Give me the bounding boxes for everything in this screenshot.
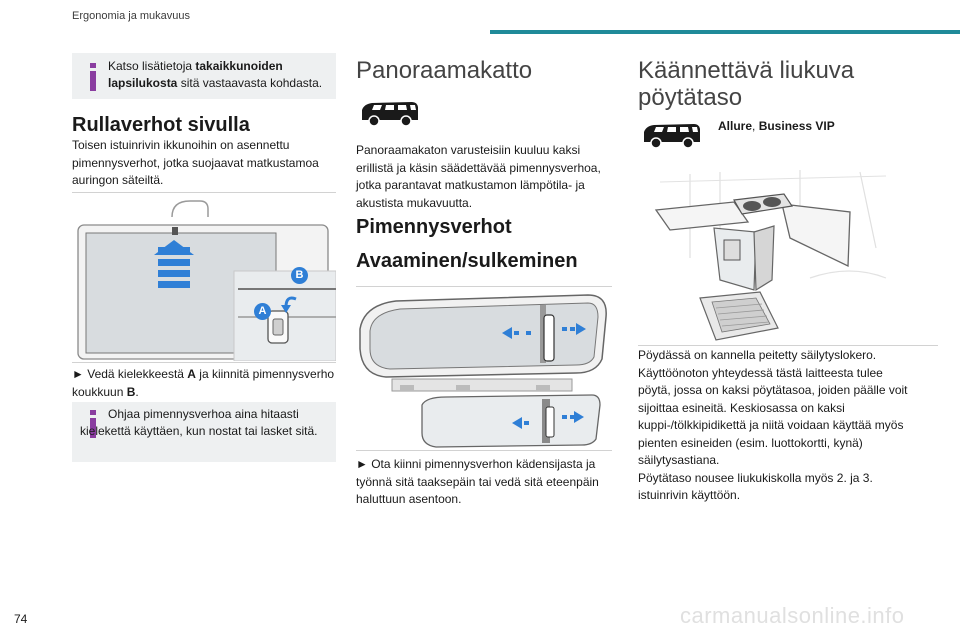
- van-icon: [642, 122, 702, 150]
- side-blinds-intro: Toisen istuinrivin ikkunoihin on asennet…: [72, 138, 319, 187]
- side-blind-step: ► Vedä kielekkeestä A ja kiinnitä pimenn…: [72, 367, 335, 399]
- header-accent-bar: [490, 30, 960, 34]
- divider: [72, 362, 336, 363]
- side-blind-drawing: [77, 200, 337, 362]
- section-heading-table: Käännettävä liukuva pöytätaso: [638, 57, 855, 111]
- subheading-open-close: Avaaminen/sulkeminen: [356, 250, 578, 272]
- van-icon-drawing: [362, 102, 418, 127]
- divider: [638, 345, 938, 346]
- info-note-child-lock: Katso lisätietoja takaikkunoiden lapsilu…: [72, 53, 336, 99]
- folding-table-illustration: [650, 168, 890, 344]
- divider: [356, 450, 612, 451]
- section-heading-side-blinds: Rullaverhot sivulla: [72, 114, 250, 136]
- info-icon: [90, 63, 96, 91]
- page-number: 74: [14, 612, 28, 626]
- panoramic-roof-intro: Panoraamakaton varusteisiin kuuluu kaksi…: [356, 143, 601, 210]
- divider: [72, 192, 336, 193]
- info-note-text: Ohjaa pimennysverhoa aina hitaasti kiele…: [80, 407, 318, 438]
- info-note-slow-guide: Ohjaa pimennysverhoa aina hitaasti kiele…: [72, 402, 336, 462]
- panoramic-roof-drawing: [359, 294, 607, 448]
- watermark: carmanualsonline.info: [680, 603, 905, 628]
- divider: [356, 286, 612, 287]
- panoramic-roof-step: ► Ota kiinni pimennysverhon kädensijasta…: [356, 457, 599, 506]
- van-icon-drawing: [644, 124, 700, 149]
- page-section-title: Ergonomia ja mukavuus: [72, 10, 191, 22]
- van-icon: [360, 100, 420, 128]
- callout-a: A: [254, 303, 271, 320]
- section-heading-panoramic-roof: Panoraamakatto: [356, 57, 533, 84]
- trim-level-badge: Allure, Business VIP: [718, 119, 835, 133]
- callout-b: B: [291, 267, 308, 284]
- panoramic-roof-illustration: [356, 289, 612, 449]
- info-icon: [90, 410, 96, 438]
- table-description: Pöydässä on kannella peitetty säilytyslo…: [638, 348, 908, 502]
- side-blind-illustration: B A: [72, 195, 337, 362]
- subheading-blinds: Pimennysverhot: [356, 216, 512, 238]
- folding-table-drawing: [654, 170, 887, 341]
- info-note-text: Katso lisätietoja takaikkunoiden lapsilu…: [108, 59, 323, 90]
